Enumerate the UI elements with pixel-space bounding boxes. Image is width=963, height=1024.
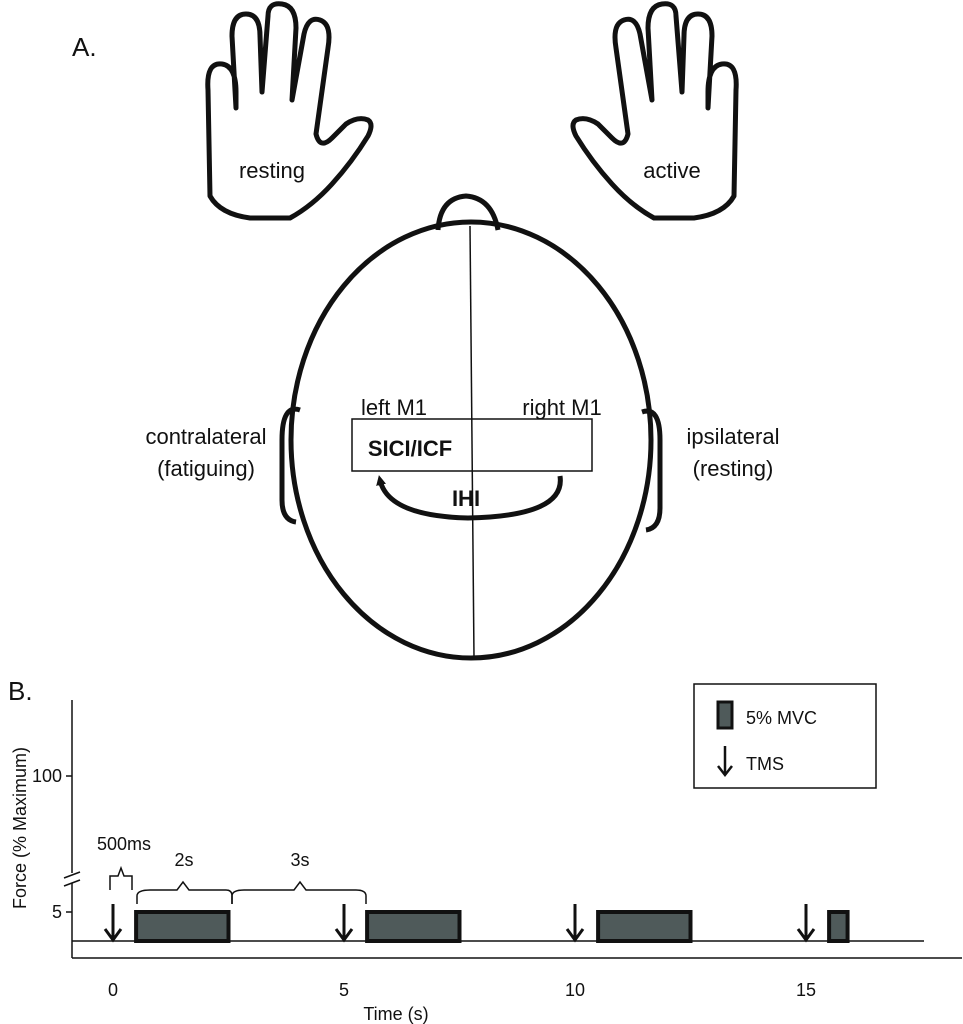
fatiguing-label: (fatiguing) <box>157 456 255 481</box>
annotation-3s: 3s <box>290 850 309 870</box>
x-tick-label: 15 <box>796 980 816 1000</box>
x-tick-label: 10 <box>565 980 585 1000</box>
left-hand-icon <box>205 1 374 221</box>
y-axis-label: Force (% Maximum) <box>10 747 30 909</box>
head-outline <box>279 193 663 661</box>
bracket-3s <box>231 880 367 904</box>
annotation-500ms: 500ms <box>97 834 151 854</box>
annotation-2s: 2s <box>174 850 193 870</box>
panel-b-label: B. <box>8 676 33 706</box>
legend: 5% MVC TMS <box>693 683 877 789</box>
axis-break-mark <box>63 871 81 879</box>
legend-bar-swatch-icon <box>716 700 734 730</box>
x-ticks: 0 5 10 15 <box>108 980 816 1000</box>
contralateral-label: contralateral <box>145 424 266 449</box>
legend-arrow-label: TMS <box>746 754 784 774</box>
bracket-500ms <box>109 865 133 890</box>
legend-arrow-icon <box>717 746 733 778</box>
ipsilateral-label: ipsilateral <box>687 424 780 449</box>
panel-a-label: A. <box>72 32 97 62</box>
right-hand-label: active <box>643 158 700 183</box>
x-axis-label: Time (s) <box>363 1004 428 1024</box>
legend-bar-label: 5% MVC <box>746 708 817 728</box>
ihi-label: IHI <box>452 486 480 511</box>
sici-icf-label: SICI/ICF <box>368 436 452 461</box>
left-hand-label: resting <box>239 158 305 183</box>
y-ticks: 5 100 <box>32 766 72 922</box>
tms-arrow-icon <box>565 904 585 943</box>
contraction-bar <box>596 910 693 943</box>
contraction-bar <box>365 910 462 943</box>
tms-arrow-icon <box>796 904 816 943</box>
x-tick-label: 5 <box>339 980 349 1000</box>
legend-box <box>693 683 877 789</box>
contraction-bar <box>827 910 850 943</box>
contraction-bars <box>134 910 850 943</box>
timing-brackets <box>109 865 367 904</box>
tms-arrows <box>103 904 816 943</box>
ihi-arrow-icon <box>376 475 563 521</box>
y-tick-label: 5 <box>52 902 62 922</box>
panel-b: B. 5% MVC TMS 5 100 0 5 10 15 <box>8 676 962 1024</box>
y-tick-label: 100 <box>32 766 62 786</box>
right-hand-icon <box>570 1 739 221</box>
x-tick-label: 0 <box>108 980 118 1000</box>
axis-break-mark <box>63 879 81 887</box>
right-m1-label: right M1 <box>522 395 601 420</box>
tms-arrow-icon <box>103 904 123 943</box>
contraction-bar <box>134 910 231 943</box>
tms-arrow-icon <box>334 904 354 943</box>
bracket-2s <box>136 880 233 904</box>
resting-side-label: (resting) <box>693 456 774 481</box>
left-m1-label: left M1 <box>361 395 427 420</box>
panel-a: A. resting active left M1 righ <box>72 1 780 661</box>
